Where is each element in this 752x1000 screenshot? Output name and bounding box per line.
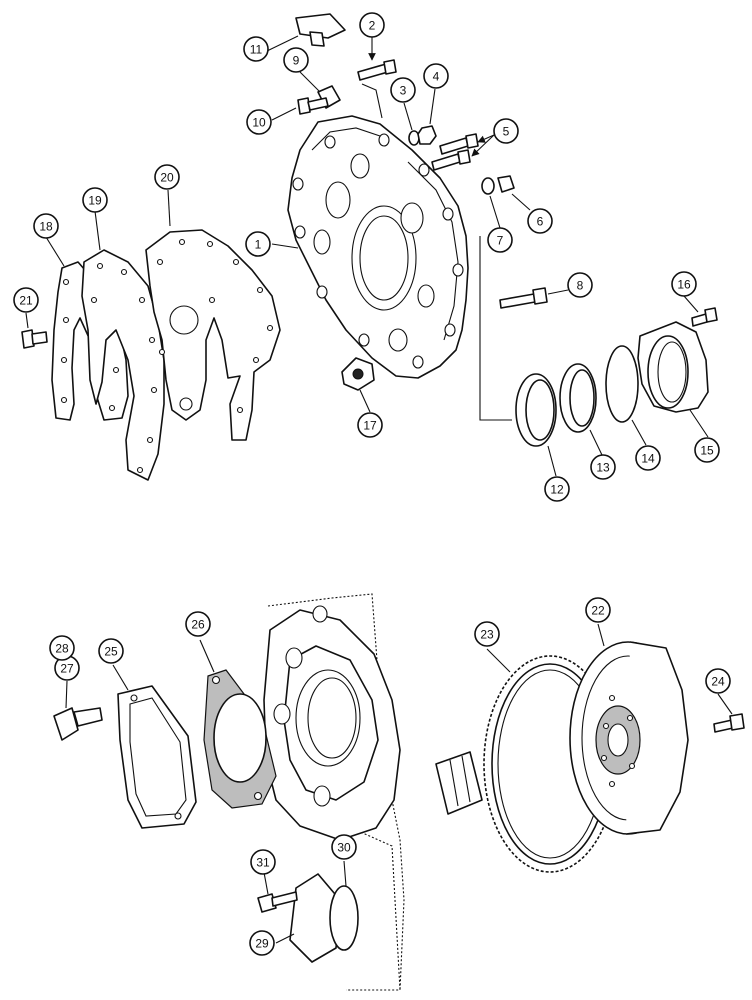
callout-16-text: 16 bbox=[677, 278, 691, 292]
callout-2: 2 bbox=[359, 12, 385, 38]
callout-8-text: 8 bbox=[577, 279, 584, 293]
callout-24-text: 24 bbox=[711, 675, 725, 689]
callout-12-text: 12 bbox=[550, 483, 564, 497]
part-29-cover-plate bbox=[289, 873, 341, 963]
callout-6: 6 bbox=[527, 208, 553, 234]
callout-22-text: 22 bbox=[591, 604, 605, 618]
callout-28: 28 bbox=[49, 635, 75, 661]
part-26-gasket bbox=[203, 669, 277, 809]
callout-20-text: 20 bbox=[160, 171, 174, 185]
callout-5-text: 5 bbox=[503, 125, 510, 139]
callout-23: 23 bbox=[474, 621, 500, 647]
callout-14-text: 14 bbox=[641, 452, 655, 466]
part-8-bolt bbox=[499, 287, 548, 309]
part-27-plug bbox=[53, 707, 103, 741]
callout-28-text: 28 bbox=[55, 642, 69, 656]
callout-3-text: 3 bbox=[400, 84, 407, 98]
callout-11: 11 bbox=[243, 36, 269, 62]
callout-13-text: 13 bbox=[596, 461, 610, 475]
callout-26: 26 bbox=[185, 611, 211, 637]
front-plate bbox=[263, 605, 401, 841]
part-21-bolt bbox=[21, 329, 48, 349]
callout-4-text: 4 bbox=[433, 70, 440, 84]
callout-13: 13 bbox=[590, 454, 616, 480]
callout-11-text: 11 bbox=[250, 43, 263, 57]
callout-labels: 1234567891011121314151617181920212223242… bbox=[13, 12, 731, 956]
part-16-bolt bbox=[691, 307, 718, 327]
crankshaft-nose bbox=[435, 751, 483, 815]
part-31-bolt bbox=[257, 891, 298, 913]
part-12-seal bbox=[515, 373, 557, 447]
callout-25: 25 bbox=[98, 638, 124, 664]
part-14-ring bbox=[605, 345, 639, 423]
part-15-seal-carrier bbox=[637, 321, 709, 413]
part-6-bolt bbox=[497, 175, 515, 193]
part-11-clip bbox=[295, 13, 346, 47]
callout-30-text: 30 bbox=[337, 841, 351, 855]
top-leader-lines bbox=[25, 35, 709, 477]
part-10-bolt bbox=[297, 97, 329, 115]
callout-16: 16 bbox=[671, 271, 697, 297]
callout-26-text: 26 bbox=[191, 618, 205, 632]
callout-18-text: 18 bbox=[39, 220, 53, 234]
callout-15-text: 15 bbox=[700, 444, 714, 458]
callout-25-text: 25 bbox=[104, 645, 118, 659]
callout-29: 29 bbox=[249, 930, 275, 956]
part-2-bolt bbox=[357, 59, 397, 81]
callout-21: 21 bbox=[13, 287, 39, 313]
part-30-o-ring bbox=[329, 885, 359, 951]
part-25-cover bbox=[117, 685, 197, 829]
callout-17-text: 17 bbox=[363, 419, 377, 433]
callout-1: 1 bbox=[245, 231, 271, 257]
callout-20: 20 bbox=[154, 164, 180, 190]
part-20-gasket bbox=[145, 229, 281, 441]
callout-12: 12 bbox=[544, 476, 570, 502]
callout-7: 7 bbox=[487, 227, 513, 253]
callout-6-text: 6 bbox=[537, 215, 544, 229]
callout-2-text: 2 bbox=[369, 19, 376, 33]
callout-3: 3 bbox=[390, 77, 416, 103]
callout-23-text: 23 bbox=[480, 628, 494, 642]
callout-24: 24 bbox=[705, 668, 731, 694]
part-4-nut bbox=[417, 125, 437, 145]
part-3-washer bbox=[408, 130, 420, 146]
callout-29-text: 29 bbox=[255, 937, 269, 951]
part-1-gear-housing bbox=[287, 115, 469, 379]
callout-9: 9 bbox=[283, 47, 309, 73]
callout-9-text: 9 bbox=[293, 54, 300, 68]
callout-4: 4 bbox=[423, 63, 449, 89]
callout-1-text: 1 bbox=[255, 238, 262, 252]
part-24-bolt bbox=[713, 713, 745, 733]
callout-10: 10 bbox=[246, 109, 272, 135]
callout-31-text: 31 bbox=[256, 856, 270, 870]
part-17-grommet bbox=[341, 357, 375, 391]
callout-18: 18 bbox=[33, 213, 59, 239]
callout-30: 30 bbox=[331, 834, 357, 860]
part-7-washer bbox=[481, 177, 495, 195]
callout-27-text: 27 bbox=[60, 662, 74, 676]
part-13-seal bbox=[559, 363, 597, 433]
callout-7-text: 7 bbox=[497, 234, 504, 248]
callout-14: 14 bbox=[635, 445, 661, 471]
part-22-flywheel bbox=[569, 641, 689, 835]
callout-31: 31 bbox=[250, 849, 276, 875]
callout-5: 5 bbox=[493, 118, 519, 144]
callout-27: 27 bbox=[54, 655, 80, 681]
callout-22: 22 bbox=[585, 597, 611, 623]
callout-15: 15 bbox=[694, 437, 720, 463]
callout-17: 17 bbox=[357, 412, 383, 438]
callout-10-text: 10 bbox=[252, 116, 266, 130]
part-5-bolts bbox=[431, 133, 479, 171]
callout-21-text: 21 bbox=[19, 294, 33, 308]
callout-19: 19 bbox=[82, 187, 108, 213]
callout-8: 8 bbox=[567, 272, 593, 298]
callout-19-text: 19 bbox=[88, 194, 102, 208]
